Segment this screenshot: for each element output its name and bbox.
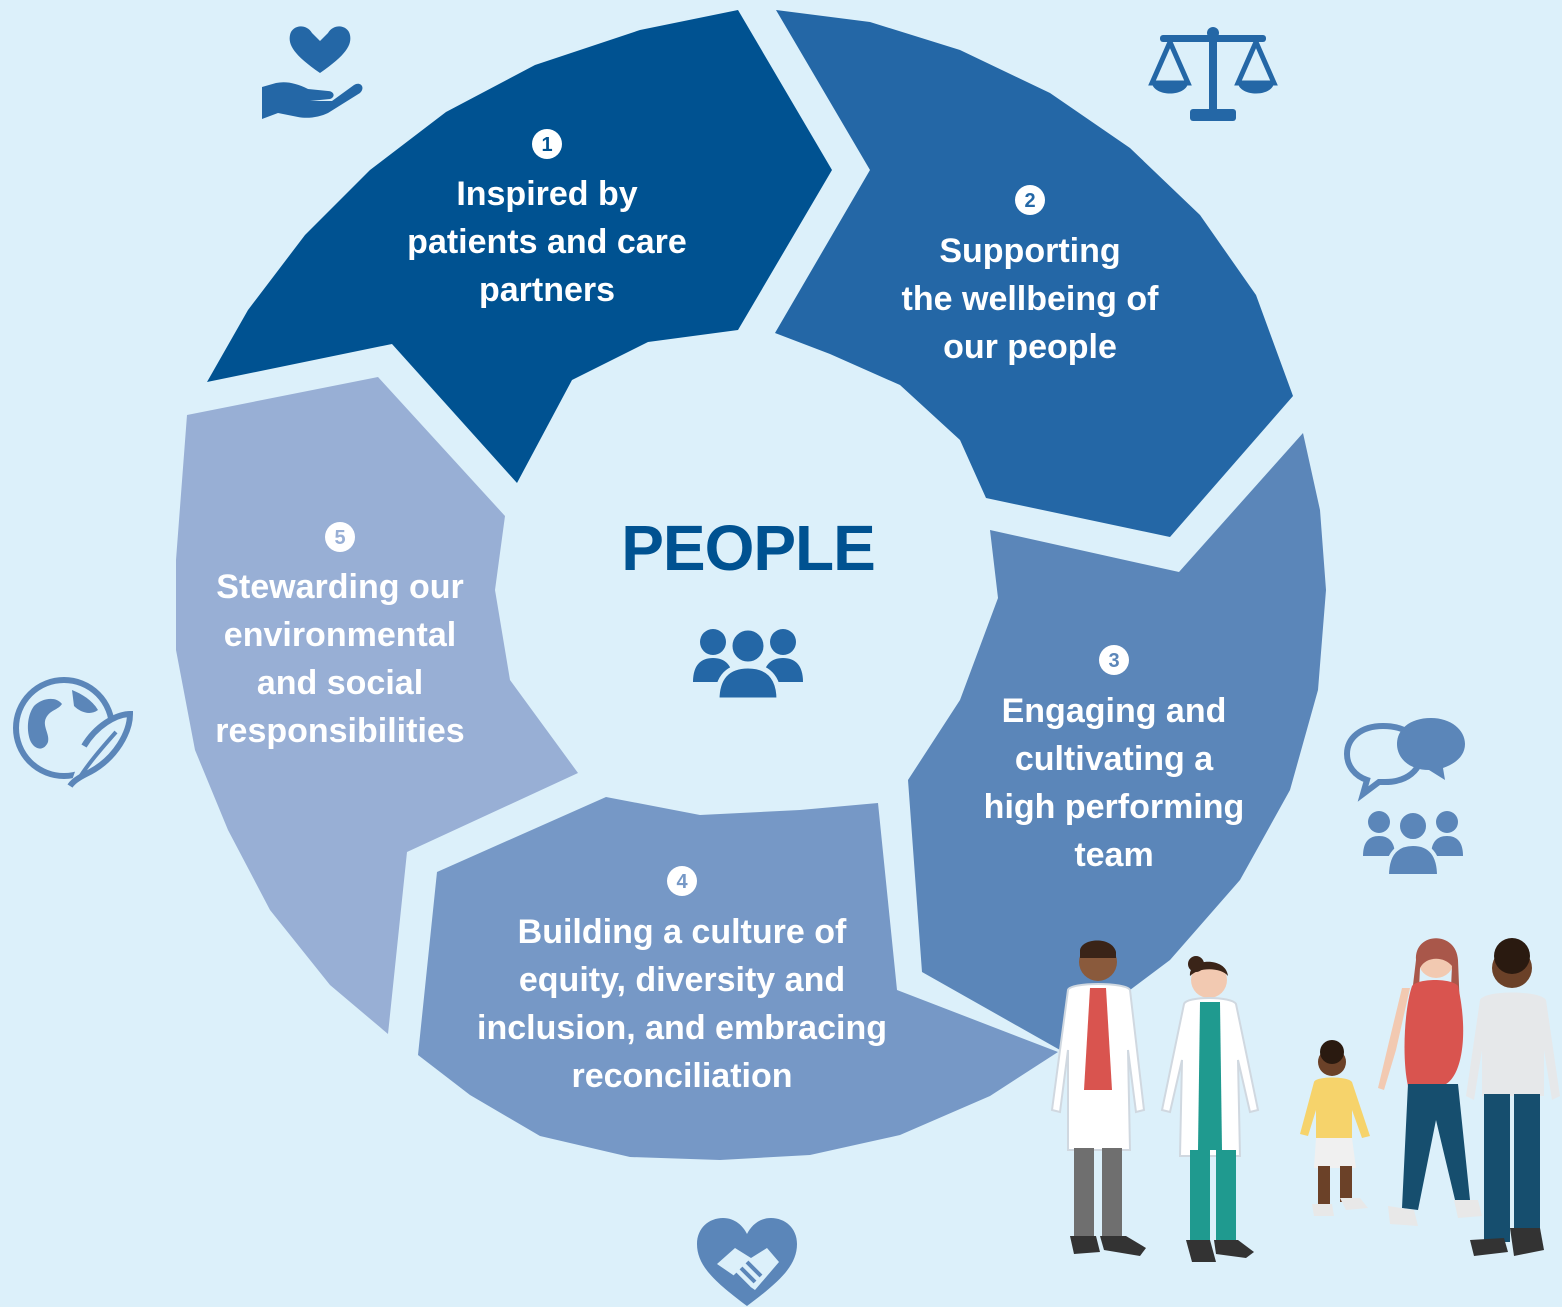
segment-1-line-3: partners bbox=[479, 271, 615, 309]
center-hub: PEOPLE bbox=[621, 512, 876, 703]
segment-3-line-1: Engaging and bbox=[1002, 692, 1227, 730]
segment-1-line-1: Inspired by bbox=[456, 175, 637, 213]
segment-5-label: 5 Stewarding our environmental and socia… bbox=[215, 522, 465, 750]
segment-2-number: 2 bbox=[1024, 190, 1035, 212]
segment-5-shape bbox=[176, 377, 578, 1034]
heart-in-hand-icon bbox=[262, 26, 363, 119]
segment-1-number-badge bbox=[532, 129, 562, 159]
segment-3-shape bbox=[908, 433, 1326, 1050]
segment-2-line-1: Supporting bbox=[939, 232, 1120, 270]
segment-4-shape bbox=[418, 797, 1058, 1160]
center-title: PEOPLE bbox=[621, 512, 875, 584]
segment-3-line-3: high performing bbox=[984, 788, 1245, 826]
segment-2-label: 2 Supporting the wellbeing of our people bbox=[902, 185, 1160, 366]
chat-people-icon bbox=[1343, 718, 1465, 878]
father-figure bbox=[1466, 938, 1560, 1256]
segment-4-label: 4 Building a culture of equity, diversit… bbox=[477, 866, 887, 1095]
segment-4-line-3: inclusion, and embracing bbox=[477, 1009, 887, 1047]
segment-4-line-4: reconciliation bbox=[571, 1057, 792, 1095]
segment-5-line-4: responsibilities bbox=[215, 712, 464, 750]
child-figure bbox=[1300, 1040, 1370, 1216]
segment-4-line-2: equity, diversity and bbox=[519, 961, 845, 999]
segment-2-shape bbox=[775, 10, 1293, 537]
segment-1-number: 1 bbox=[541, 134, 552, 156]
segment-5-line-2: environmental bbox=[224, 616, 456, 654]
segment-2-line-2: the wellbeing of bbox=[902, 280, 1160, 318]
heart-handshake-icon bbox=[697, 1218, 797, 1306]
segment-5-line-3: and social bbox=[257, 664, 423, 702]
pregnant-woman-figure bbox=[1378, 938, 1482, 1226]
male-doctor-figure bbox=[1050, 940, 1146, 1256]
female-doctor-figure bbox=[1160, 956, 1260, 1262]
cycle-ring bbox=[176, 10, 1326, 1160]
segment-5-number-badge bbox=[325, 522, 355, 552]
people-group-icon bbox=[693, 625, 803, 703]
segment-4-line-1: Building a culture of bbox=[518, 913, 847, 951]
segment-3-line-4: team bbox=[1074, 836, 1153, 874]
segment-5-line-1: Stewarding our bbox=[216, 568, 463, 606]
segment-5-number: 5 bbox=[334, 527, 345, 549]
segment-2-line-3: our people bbox=[943, 328, 1117, 366]
segment-3-label: 3 Engaging and cultivating a high perfor… bbox=[984, 645, 1245, 874]
segment-4-number: 4 bbox=[676, 871, 688, 893]
segment-1-label: 1 Inspired by patients and care partners bbox=[407, 129, 687, 309]
segment-4-number-badge bbox=[667, 866, 697, 896]
segment-1-shape bbox=[207, 10, 832, 483]
segment-3-number-badge bbox=[1099, 645, 1129, 675]
scales-icon bbox=[1148, 27, 1278, 121]
segment-3-line-2: cultivating a bbox=[1015, 740, 1214, 778]
globe-leaf-icon bbox=[13, 677, 134, 788]
healthcare-workers-and-family-illustration bbox=[1050, 938, 1560, 1262]
segment-2-number-badge bbox=[1015, 185, 1045, 215]
segment-3-number: 3 bbox=[1108, 650, 1119, 672]
segment-1-line-2: patients and care bbox=[407, 223, 687, 261]
